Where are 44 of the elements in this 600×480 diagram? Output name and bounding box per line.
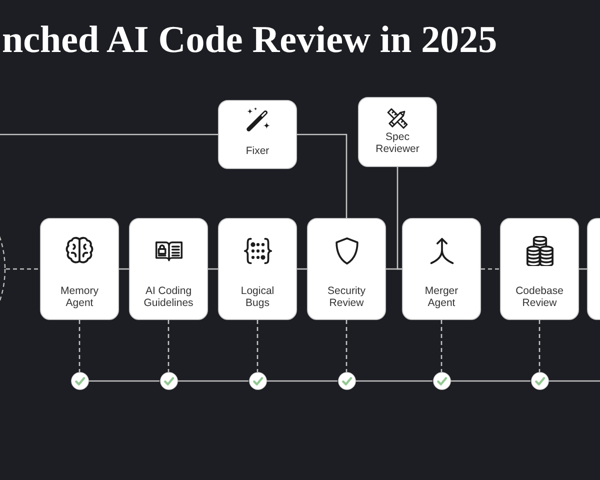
- check-icon: [530, 372, 548, 390]
- step-card: [218, 218, 297, 320]
- title: nched AI Code Review in 2025: [2, 21, 498, 59]
- check-icon: [432, 372, 450, 390]
- check-icon: [160, 372, 178, 390]
- connector-line: [0, 134, 218, 136]
- step-card: [307, 218, 386, 320]
- dashed-connector: [346, 320, 348, 372]
- step-card: [129, 218, 208, 320]
- dashed-connector: [78, 320, 80, 372]
- check-icon: [338, 372, 356, 390]
- card-label: Logical Bugs: [240, 285, 274, 308]
- card-label: Security Review: [328, 285, 366, 308]
- card-label: Merger Agent: [424, 285, 458, 308]
- step-card: [500, 218, 579, 320]
- connector-line: [386, 268, 402, 270]
- connector-line: [266, 380, 338, 382]
- connector-line: [450, 380, 530, 382]
- card-label: AI Coding Guidelines: [144, 285, 194, 308]
- dashed-connector: [168, 320, 170, 372]
- card-label: Fixer: [246, 145, 270, 157]
- check-icon: [248, 372, 266, 390]
- card-label: Memory Agent: [60, 285, 98, 308]
- dashed-connector: [256, 320, 258, 372]
- step-card: [218, 100, 297, 169]
- dashed-connector: [6, 268, 40, 270]
- connector-line: [548, 380, 600, 382]
- connector-line: [356, 380, 432, 382]
- connector-line: [178, 380, 248, 382]
- card-label: Spec Reviewer: [376, 131, 420, 154]
- check-icon: [70, 372, 88, 390]
- step-card: [40, 218, 119, 320]
- connector-line: [208, 268, 218, 270]
- step-card: [587, 218, 600, 320]
- connector-line: [119, 268, 129, 270]
- step-card: [358, 97, 437, 167]
- connector-line: [88, 380, 160, 382]
- dashed-connector: [538, 320, 540, 372]
- step-card: [402, 218, 481, 320]
- card-label: Codebase Review: [516, 285, 564, 308]
- dashed-connector: [481, 268, 500, 270]
- connector-line: [297, 134, 348, 218]
- connector-line: [297, 268, 307, 270]
- dashed-connector: [440, 320, 442, 372]
